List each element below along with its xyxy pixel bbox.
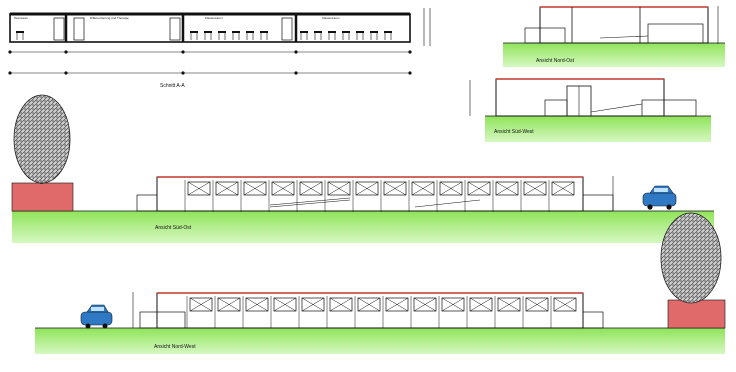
hedge: [667, 299, 726, 329]
table-mark: [260, 31, 268, 33]
dimension-tick: [64, 71, 68, 75]
section-furniture: [16, 31, 392, 40]
elevation-south-west: [469, 78, 711, 142]
ground-strip: [12, 211, 714, 243]
dimension-tick: [181, 71, 185, 75]
room-label: Klassenraum: [322, 16, 340, 20]
ground-strip: [485, 116, 711, 142]
dimension-tick: [294, 71, 298, 75]
dimension-tick: [8, 50, 12, 54]
dimension-tick: [408, 71, 412, 75]
hedge: [11, 182, 74, 212]
table-mark: [16, 31, 24, 33]
room-label: Klassenraum: [205, 16, 223, 20]
window-row: [186, 296, 577, 328]
table-mark: [384, 31, 392, 33]
tree-canopy: [660, 212, 722, 304]
tree-canopy: [13, 94, 71, 184]
dimension-tick: [8, 71, 12, 75]
table-mark: [342, 31, 350, 33]
section-title: Schnitt A-A: [160, 83, 185, 89]
window-row: [184, 180, 575, 212]
table-mark: [370, 31, 378, 33]
elevation-title: Ansicht Süd-West: [494, 129, 534, 135]
elevation-north-east: [503, 6, 725, 67]
table-mark: [246, 31, 254, 33]
section-a-a: [8, 8, 431, 75]
elevation-title: Ansicht Süd-Ost: [155, 225, 192, 231]
elevation-north-west: [35, 212, 726, 354]
dimension-ticks: [8, 50, 412, 75]
table-mark: [314, 31, 322, 33]
table-mark: [356, 31, 364, 33]
table-mark: [204, 31, 212, 33]
car: [80, 304, 113, 329]
table-mark: [328, 31, 336, 33]
room-label: Differenzierung und Therapie: [90, 16, 129, 20]
ground-strip: [35, 328, 725, 354]
dimension-tick: [294, 50, 298, 54]
table-mark: [232, 31, 240, 33]
dimension-tick: [408, 50, 412, 54]
elevation-title: Ansicht Nord-West: [154, 344, 196, 350]
room-label: Teamraum: [14, 16, 29, 20]
table-mark: [218, 31, 226, 33]
car: [642, 185, 677, 210]
ground-strip: [503, 43, 725, 67]
elevation-title: Ansicht Nord-Ost: [536, 58, 575, 64]
elevation-south-east: [11, 94, 714, 243]
dimension-tick: [64, 50, 68, 54]
table-mark: [190, 31, 198, 33]
table-mark: [300, 31, 308, 33]
dimension-tick: [181, 50, 185, 54]
